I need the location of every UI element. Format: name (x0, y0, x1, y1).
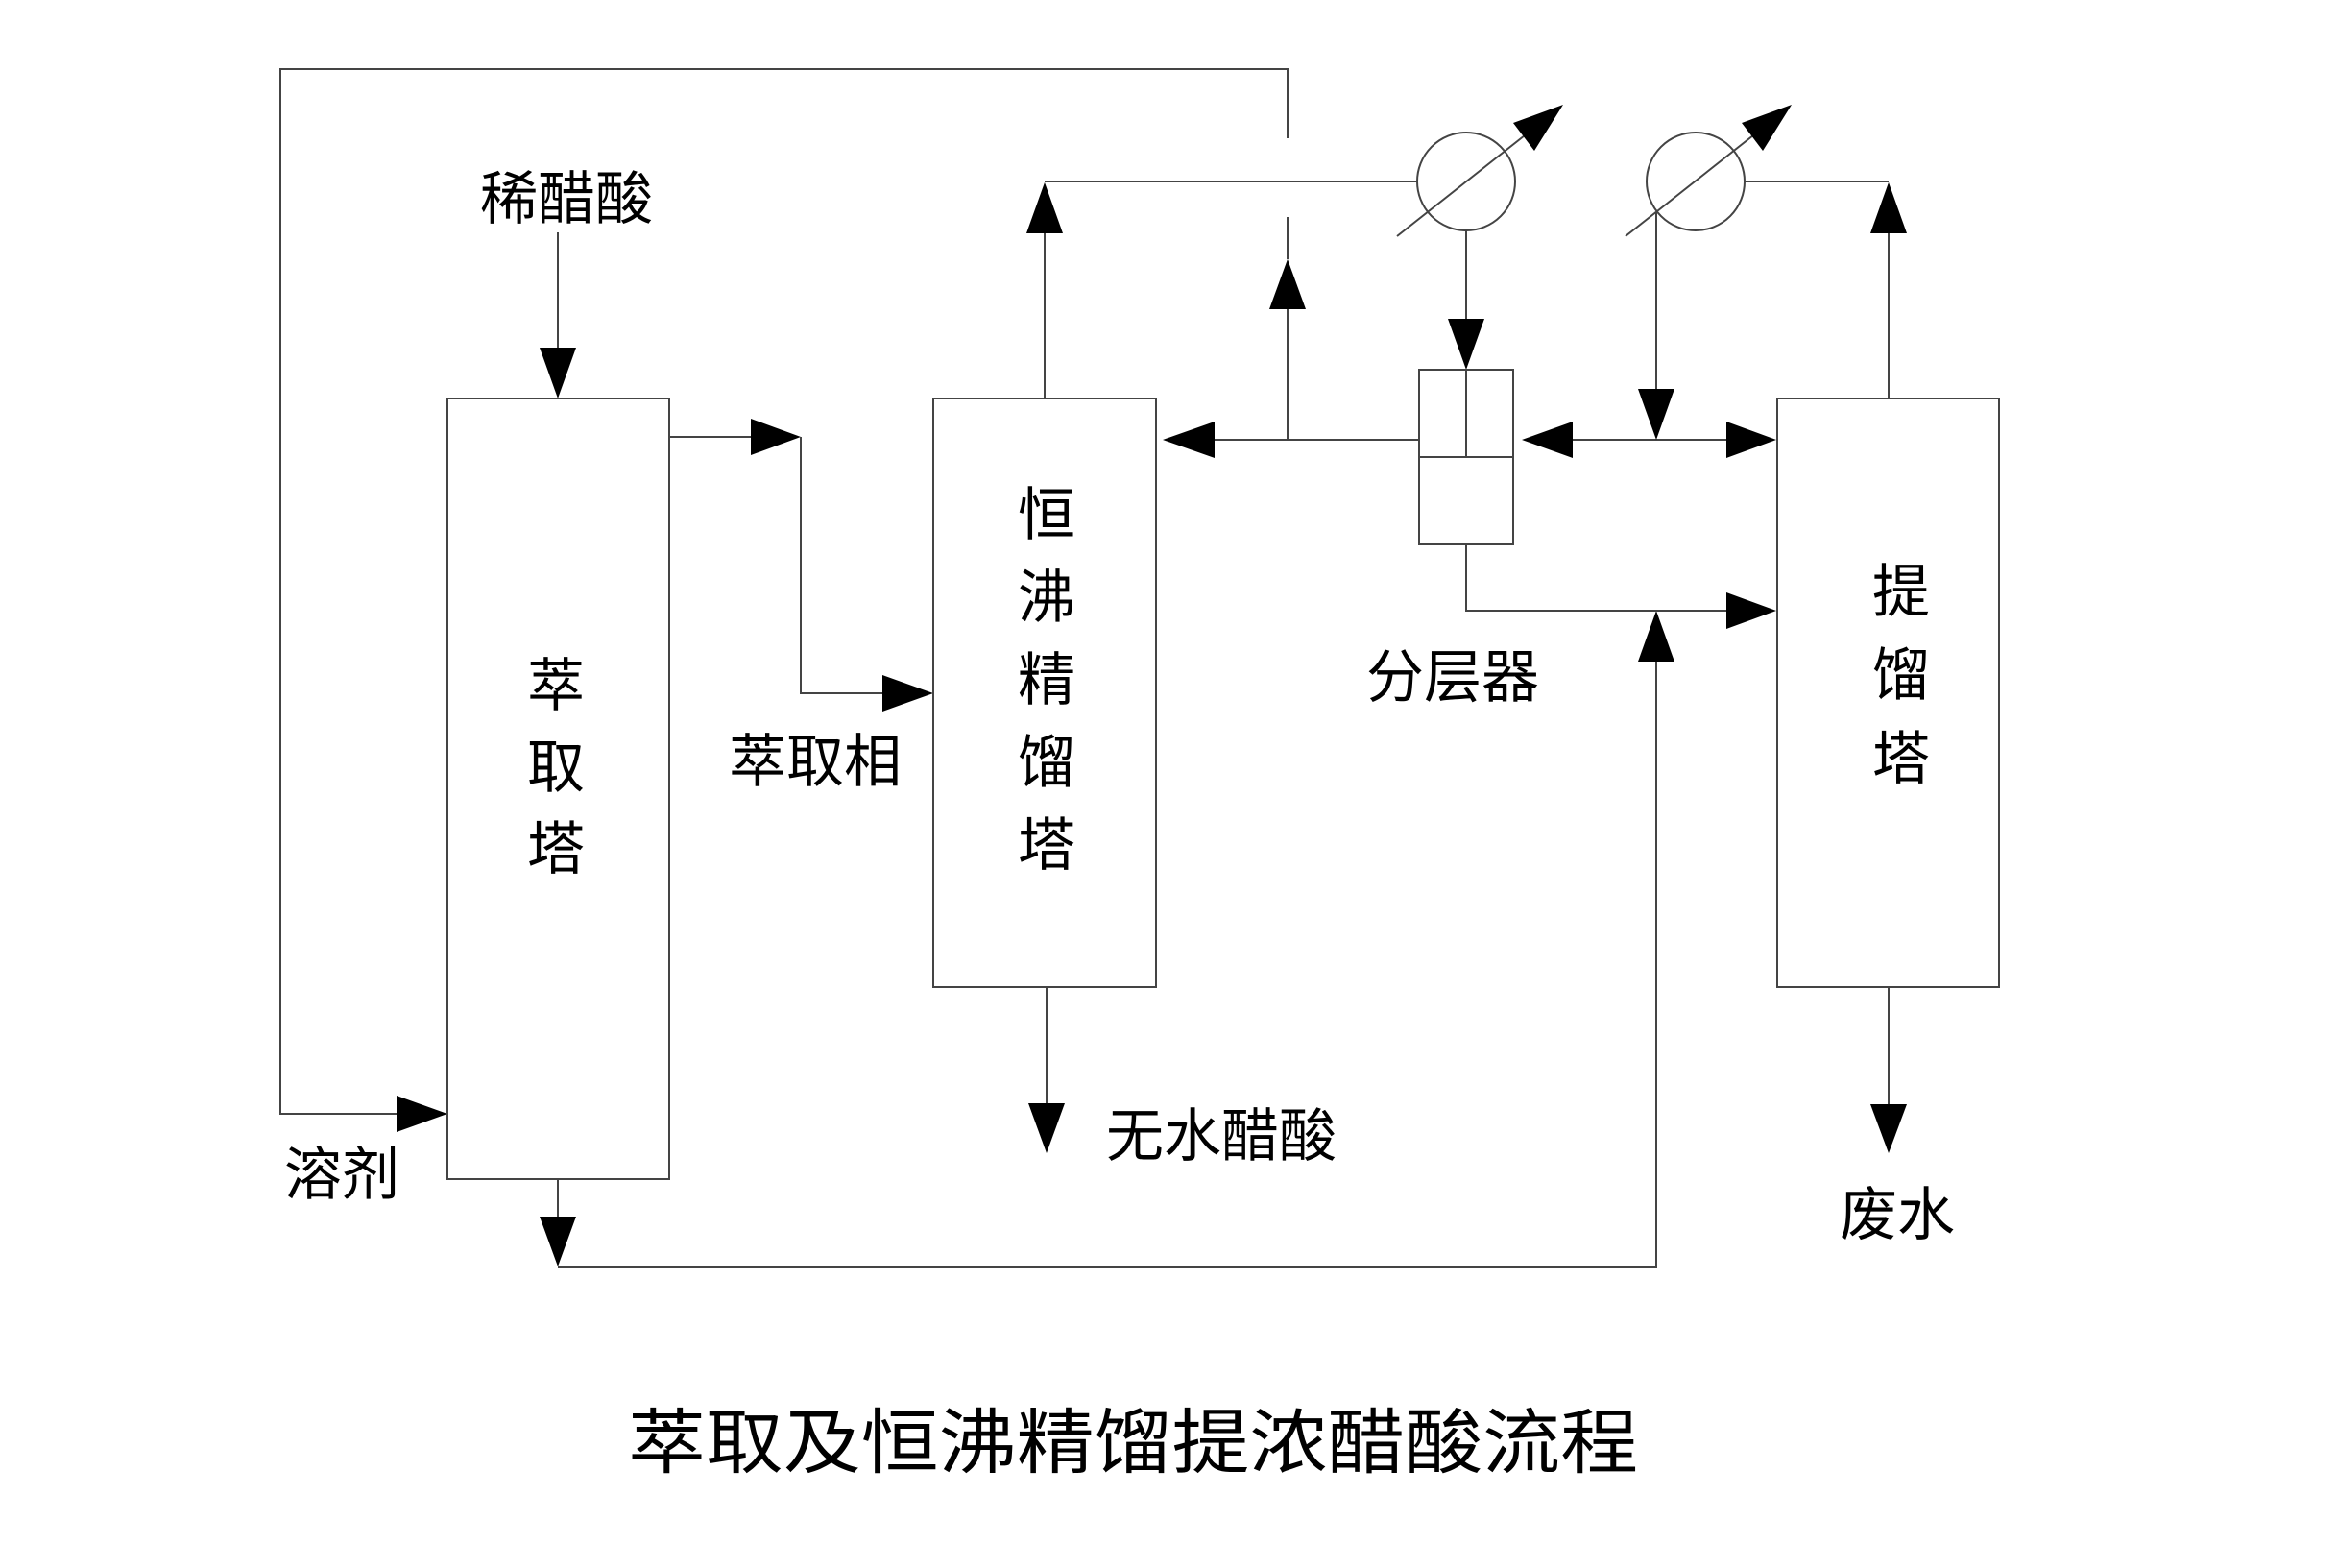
solvent-inlet-arrow (397, 1096, 447, 1132)
figure-title: 萃取及恒沸精馏提浓醋酸流程 (628, 1402, 1638, 1484)
decanter-aqueous-line (1465, 544, 1726, 612)
azeotropic-column-label-char: 馏 (1018, 730, 1075, 797)
extraction-tower-label-char: 取 (527, 735, 585, 802)
to-stripper-arrow (1726, 422, 1776, 458)
condenser-1-icon (1396, 105, 1563, 237)
stripping-column-label-char: 塔 (1872, 726, 1930, 793)
condenser-2-icon (1625, 105, 1792, 237)
extract-phase-line-2 (800, 437, 882, 694)
extraction-tower-label-char: 萃 (527, 653, 585, 720)
extract-phase-label: 萃取相 (729, 729, 902, 796)
stripping-column-label: 提馏塔 (1872, 559, 1930, 793)
anhydrous-acid-arrow (1028, 1103, 1065, 1153)
dilute-acid-label: 稀醋酸 (480, 166, 653, 233)
stripping-column-label-char: 馏 (1872, 642, 1930, 710)
azeotropic-column-label-char: 精 (1018, 647, 1075, 714)
decanter-label: 分层器 (1366, 644, 1539, 712)
solvent-return-arrow (1269, 259, 1306, 309)
raffinate-arrow-down (540, 1217, 576, 1266)
azeotropic-column-label-char: 恒 (1018, 482, 1075, 549)
solvent-recycle-line (279, 68, 1289, 1115)
azeo-overhead-arrow (1026, 182, 1063, 233)
stripping-column-label-char: 提 (1872, 559, 1930, 626)
azeotropic-column-label-char: 沸 (1018, 565, 1075, 632)
stripping-column (1776, 398, 2000, 988)
extraction-tower-label: 萃取塔 (527, 653, 585, 883)
decanter-reflux-arrow (1163, 422, 1215, 458)
extract-phase-arrow-1 (751, 419, 801, 455)
extract-phase-arrow-2 (882, 675, 933, 712)
condenser-2-condensate-arrow (1638, 389, 1674, 440)
solvent-label: 溶剂 (284, 1142, 399, 1209)
decanter-aqueous-arrow (1726, 592, 1776, 629)
azeotropic-column-label-char: 塔 (1018, 812, 1075, 880)
extraction-tower (446, 398, 670, 1180)
dilute-acid-feed-arrow (540, 348, 576, 398)
stripper-overhead-arrow (1870, 182, 1907, 233)
decanter (1418, 369, 1514, 545)
condenser-1-to-decanter-arrow (1448, 319, 1484, 370)
waste-water-label: 废水 (1840, 1182, 1955, 1249)
to-decanter-arrow (1522, 422, 1573, 458)
waste-water-arrow (1870, 1104, 1907, 1153)
extraction-tower-label-char: 塔 (527, 816, 585, 883)
raffinate-arrow-up (1638, 611, 1674, 662)
raffinate-line (558, 662, 1657, 1268)
anhydrous-acid-label: 无水醋酸 (1106, 1103, 1337, 1170)
azeotropic-column (932, 398, 1157, 988)
